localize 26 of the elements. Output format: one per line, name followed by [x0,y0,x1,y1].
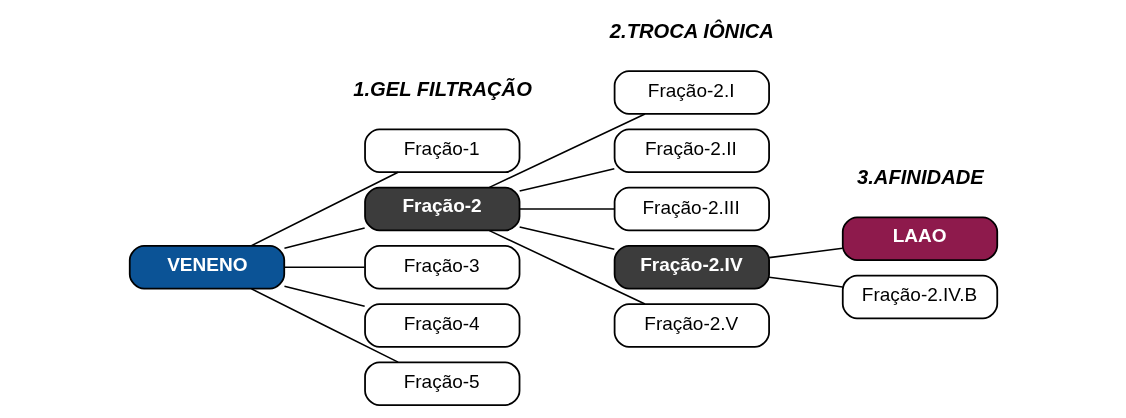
node-box: Fração-2.II [613,128,770,174]
node-box: Fração-2.IV.B [841,274,998,320]
node-box: Fração-2.III [613,186,770,232]
node-box: VENENO [128,244,285,290]
label: 1.GEL FILTRAÇÃO [352,78,532,101]
node-box: Fração-3 [363,244,520,290]
node-box: Fração-5 [363,361,520,406]
connector [250,288,399,363]
connector [767,276,843,288]
node-box: LAAO [841,216,998,261]
node-box: Fração-1 [363,128,520,174]
connector [488,113,646,189]
connector [283,266,365,268]
node-box: Fração-2.IV [613,244,770,290]
connector [518,208,615,210]
node-box: Fração-4 [363,303,520,348]
connector [283,285,365,308]
node-box: Fração-2.I [613,70,770,115]
connector [518,226,615,250]
connector [518,168,615,192]
label: 3.AFINIDADE [856,166,984,189]
label: 2.TROCA IÔNICA [609,20,774,42]
connector [283,227,365,249]
node-box: Fração-2.V [613,303,770,348]
connector [767,247,843,259]
node-box: Fração-2 [363,186,520,232]
